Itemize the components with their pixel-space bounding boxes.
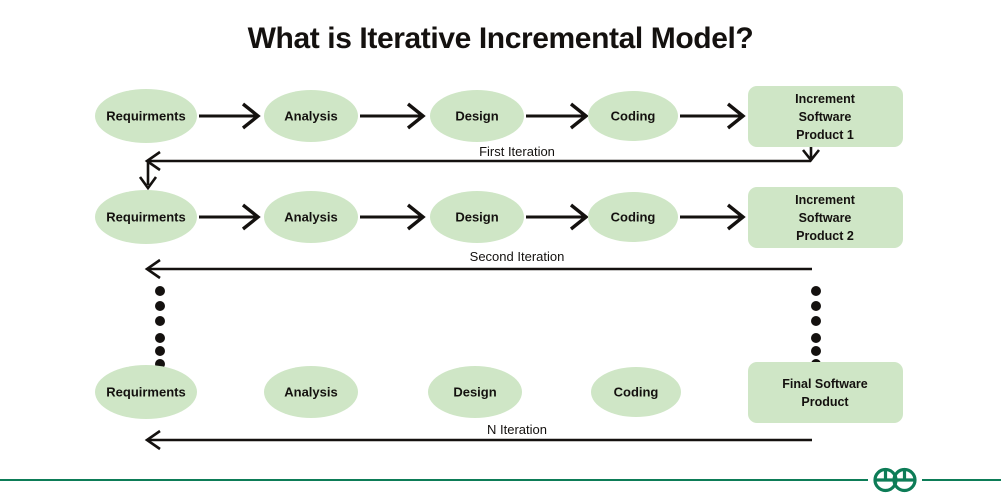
row-n-stage-coding-label: Coding xyxy=(614,384,659,399)
row-2-stage-analysis[interactable]: Analysis xyxy=(264,191,358,243)
ellipse-shape xyxy=(95,190,197,244)
row-1-arrow-1 xyxy=(199,102,261,130)
row-1-arrow-4 xyxy=(680,102,746,130)
box-shape xyxy=(748,362,903,423)
ellipse-shape xyxy=(264,191,358,243)
ellipse-shape xyxy=(430,191,524,243)
box-shape xyxy=(748,187,903,248)
row-1-stage-coding-label: Coding xyxy=(611,108,656,123)
geeksforgeeks-logo xyxy=(873,467,917,493)
row-2-stage-analysis-label: Analysis xyxy=(284,209,337,224)
ellipse-shape xyxy=(588,91,678,141)
row-1-output-line-2: Software xyxy=(799,110,852,124)
row-n-stage-coding[interactable]: Coding xyxy=(591,367,681,417)
box-shape xyxy=(748,86,903,147)
row-2-arrow-4 xyxy=(680,203,746,231)
ellipse-shape xyxy=(591,367,681,417)
ellipsis-dots-left xyxy=(155,286,165,369)
row-1-stage-analysis[interactable]: Analysis xyxy=(264,90,358,142)
row-n-stage-analysis-label: Analysis xyxy=(284,384,337,399)
row-1-stage-design-label: Design xyxy=(455,108,498,123)
row-1-stage-analysis-label: Analysis xyxy=(284,108,337,123)
row-2-stage-coding[interactable]: Coding xyxy=(588,192,678,242)
row-2-output-line-3: Product 2 xyxy=(796,229,854,243)
row-n-stage-design[interactable]: Design xyxy=(428,366,522,418)
row-1-arrow-3 xyxy=(526,102,589,130)
ellipse-shape xyxy=(428,366,522,418)
row-n-stage-requirments-label: Requirments xyxy=(106,384,185,399)
row-1-output-line-3: Product 1 xyxy=(796,128,854,142)
row-2-output-box[interactable]: Increment Software Product 2 xyxy=(748,187,903,248)
row-1-arrow-2 xyxy=(360,102,426,130)
row-2-stage-requirments[interactable]: Requirments xyxy=(95,190,197,244)
ellipse-shape xyxy=(588,192,678,242)
ellipse-shape xyxy=(95,365,197,419)
first-iteration-label: First Iteration xyxy=(479,144,555,159)
row-2-arrow-1 xyxy=(199,203,261,231)
row-2-output-line-2: Software xyxy=(799,211,852,225)
row-1-stage-requirments[interactable]: Requirments xyxy=(95,89,197,143)
footer-rule-right xyxy=(922,479,1001,481)
n-iteration-feedback xyxy=(144,429,812,451)
row-1-stage-requirments-label: Requirments xyxy=(106,108,185,123)
row-2-stage-coding-label: Coding xyxy=(611,209,656,224)
row-n-output-box[interactable]: Final Software Product xyxy=(748,362,903,423)
row-1-output-box[interactable]: Increment Software Product 1 xyxy=(748,86,903,147)
page-title: What is Iterative Incremental Model? xyxy=(247,22,754,55)
row-2-stage-design[interactable]: Design xyxy=(430,191,524,243)
row-2-stage-requirments-label: Requirments xyxy=(106,209,185,224)
row-n-output-line-1: Final Software xyxy=(782,377,867,391)
row-n-stage-analysis[interactable]: Analysis xyxy=(264,366,358,418)
row-1-output-line-1: Increment xyxy=(795,92,856,106)
row-n-stage-requirments[interactable]: Requirments xyxy=(95,365,197,419)
row-n-stage-design-label: Design xyxy=(453,384,496,399)
second-iteration-label: Second Iteration xyxy=(470,249,565,264)
row-1-stage-design[interactable]: Design xyxy=(430,90,524,142)
row-1-stage-coding[interactable]: Coding xyxy=(588,91,678,141)
row-2-output-line-1: Increment xyxy=(795,193,856,207)
ellipse-shape xyxy=(264,90,358,142)
first-iteration-feedback xyxy=(138,147,821,191)
n-iteration-label: N Iteration xyxy=(487,422,547,437)
ellipse-shape xyxy=(95,89,197,143)
row-2-arrow-3 xyxy=(526,203,589,231)
ellipse-shape xyxy=(430,90,524,142)
row-n-output-line-2: Product xyxy=(801,395,849,409)
row-2-arrow-2 xyxy=(360,203,426,231)
second-iteration-feedback xyxy=(144,258,812,280)
footer-rule-left xyxy=(0,479,868,481)
ellipse-shape xyxy=(264,366,358,418)
row-2-stage-design-label: Design xyxy=(455,209,498,224)
ellipsis-dots-right xyxy=(811,286,821,369)
